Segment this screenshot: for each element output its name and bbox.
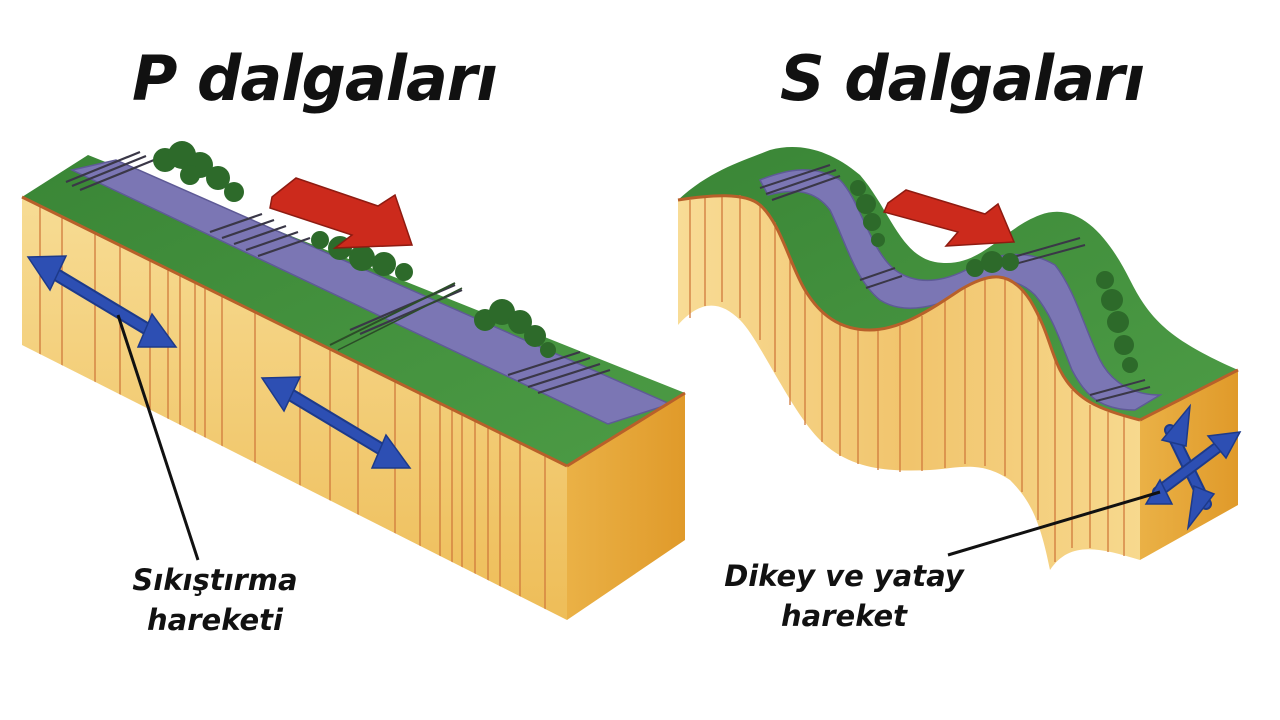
bush-icon <box>850 180 885 247</box>
p-callout-line-2: hareketi <box>147 603 283 637</box>
propagation-arrow-icon <box>882 189 1016 247</box>
p-waves-title: P dalgaları <box>132 42 498 115</box>
s-block-front-face <box>678 195 1140 570</box>
s-callout-line-1: Dikey ve yatay <box>724 559 964 593</box>
p-callout-label: Sıkıştırma hareketi <box>120 560 310 640</box>
p-block-railway <box>65 150 611 395</box>
p-block-side-face <box>567 393 685 620</box>
s-callout-label: Dikey ve yatay hareket <box>712 556 976 636</box>
p-block-top-grass <box>22 155 685 466</box>
bush-icon <box>311 231 413 281</box>
p-block-road <box>72 160 670 424</box>
bush-icon <box>474 299 556 358</box>
bush-icon <box>1096 271 1138 373</box>
bush-icon <box>966 251 1019 277</box>
s-callout-line <box>947 490 1161 557</box>
bush-icon <box>153 141 244 202</box>
s-waves-title: S dalgaları <box>780 42 1145 115</box>
p-block-front-face <box>22 197 567 620</box>
s-block-railway <box>759 164 1151 402</box>
s-wave-block <box>677 147 1242 570</box>
propagation-arrow-icon <box>269 177 414 249</box>
p-callout-line-1: Sıkıştırma <box>132 563 298 597</box>
double-headed-arrow-icon <box>260 376 412 469</box>
p-wave-block <box>21 141 686 620</box>
double-headed-arrow-icon <box>26 255 178 348</box>
p-callout-line <box>116 314 200 561</box>
s-callout-line-2: hareket <box>781 599 907 633</box>
